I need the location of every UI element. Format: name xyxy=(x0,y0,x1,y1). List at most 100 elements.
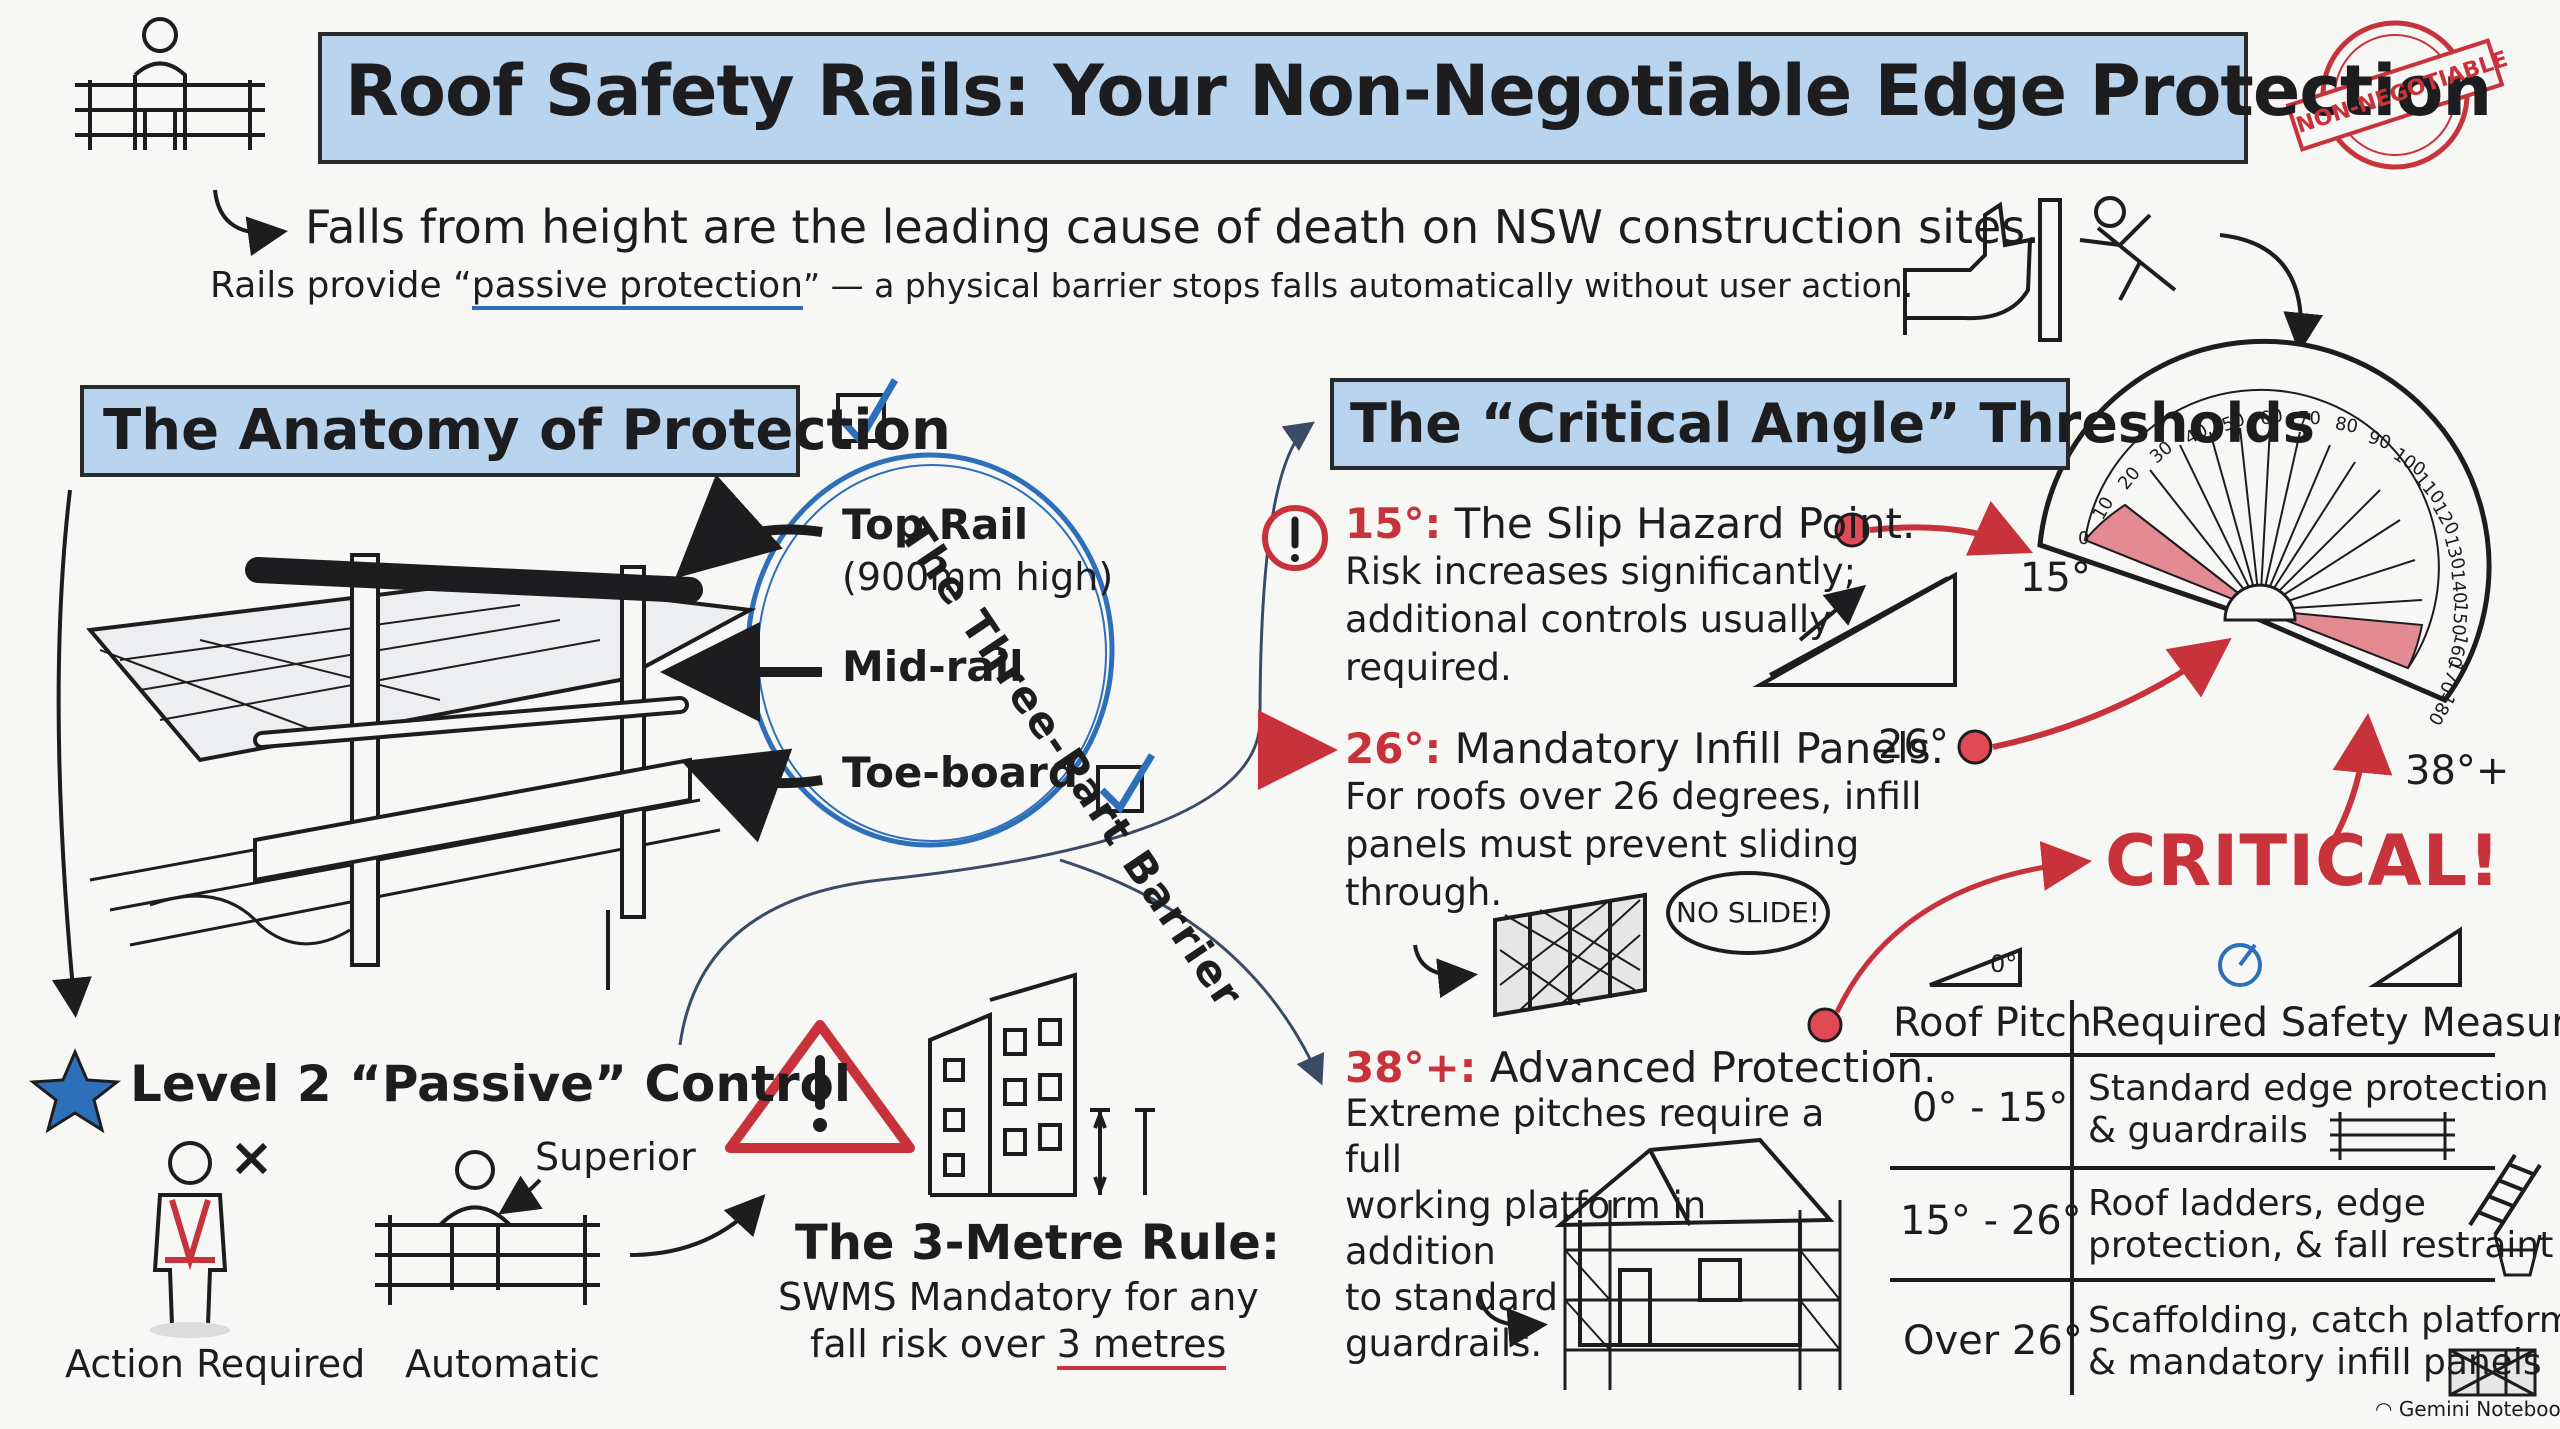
scaffold-house-icon xyxy=(1554,1137,1842,1390)
intro-line-2: Rails provide “passive protection” — a p… xyxy=(210,265,1914,310)
anatomy-banner xyxy=(80,385,800,477)
table-row-3-measure: Scaffolding, catch platforms, & mandator… xyxy=(2088,1300,2560,1384)
table-row-1-line-1: Standard edge protection xyxy=(2088,1068,2549,1109)
to-rule-arrow-icon xyxy=(629,1194,766,1257)
angle-38-desc-4: guardrails. xyxy=(1345,1322,1543,1365)
table-row-2-line-2: protection, & fall restraint xyxy=(2088,1225,2554,1266)
building-icon xyxy=(928,972,1155,1197)
marker-38-label: 38°+ xyxy=(2405,748,2510,794)
table-row-1-pitch: 0° - 15° xyxy=(1912,1085,2069,1131)
protractor-icon xyxy=(2037,338,2492,704)
angle-marker-26 xyxy=(1957,637,2232,765)
stop-hand-icon xyxy=(1903,201,2033,335)
angle-marker-38-arrow xyxy=(2322,713,2393,857)
non-negotiable-stamp-icon xyxy=(2285,20,2505,170)
star-icon xyxy=(28,1048,122,1134)
angle-item-26: 26°: Mandatory Infill Panels. For roofs … xyxy=(1345,725,1945,917)
rule-line-2-pre: fall risk over xyxy=(810,1322,1057,1366)
marker-15-label: 15° xyxy=(2020,555,2091,601)
toe-board-arrow-icon xyxy=(681,748,823,843)
footer-logo-icon: ◠ xyxy=(2375,1397,2399,1421)
angle-26-value: 26°: xyxy=(1345,724,1442,773)
angle-26-desc-1: For roofs over 26 degrees, infill xyxy=(1345,775,1922,818)
harness-person-icon xyxy=(150,1141,230,1338)
scaffold-arrow-icon xyxy=(1478,1289,1548,1348)
slope-icon xyxy=(1752,571,1957,687)
control-heading: Level 2 “Passive” Control xyxy=(130,1055,852,1113)
table-row-3-line-1: Scaffolding, catch platforms, xyxy=(2088,1300,2560,1341)
angle-15-desc-2: additional controls usually xyxy=(1345,598,1832,641)
angle-15-desc-3: required. xyxy=(1345,646,1512,689)
footer-brand: ◠ Gemini Notebook xyxy=(2375,1397,2560,1421)
tick-80: 80 xyxy=(2333,413,2360,438)
angle-item-15: 15°: The Slip Hazard Point. Risk increas… xyxy=(1345,499,1915,692)
top-rail-arrow-icon xyxy=(675,474,823,579)
table-header-pitch: Roof Pitch xyxy=(1893,1000,2093,1046)
anatomy-down-arrow-icon xyxy=(52,489,92,1018)
action-required-label: Action Required xyxy=(65,1342,366,1386)
no-slide-text: NO SLIDE! xyxy=(1676,896,1820,929)
falling-person-icon xyxy=(2079,196,2177,301)
infill-panel-small-icon xyxy=(2448,1348,2537,1397)
connector-curve-2 xyxy=(1059,858,1325,1086)
warning-icon xyxy=(725,1020,915,1153)
automatic-label: Automatic xyxy=(405,1342,600,1386)
guardrail-illustration xyxy=(86,553,757,990)
guardrail-worker-icon xyxy=(75,17,265,150)
ladder-icon xyxy=(2468,1153,2542,1237)
intro-arrow-icon xyxy=(213,189,288,257)
angle-38-desc-3: to standard xyxy=(1345,1276,1559,1319)
angle-15-title: The Slip Hazard Point. xyxy=(1454,499,1916,548)
intro-passive-emphasis: passive protection xyxy=(471,265,804,310)
angles-heading: The “Critical Angle” Thresholds xyxy=(1350,392,2315,455)
angle-marker-15 xyxy=(1834,500,2033,556)
angle-38-title: Advanced Protection. xyxy=(1489,1043,1937,1092)
angle-15-value: 15°: xyxy=(1345,499,1442,548)
mid-rail-label: Mid-rail xyxy=(842,642,1024,691)
top-rail-note: (900mm high) xyxy=(842,555,1114,599)
intro-line-2-post: ” — a physical barrier stops falls autom… xyxy=(803,266,1914,305)
table-header-measure: Required Safety Measure xyxy=(2090,1000,2560,1046)
superior-label: Superior xyxy=(535,1135,696,1179)
infill-arrow-icon xyxy=(1413,944,1478,999)
wall-icon xyxy=(2038,198,2062,342)
automatic-railing-icon xyxy=(375,1150,600,1305)
railing-small-icon xyxy=(2330,1112,2455,1160)
cross-icon xyxy=(235,1142,268,1175)
critical-marker xyxy=(1807,841,2092,1043)
alert-circle-icon xyxy=(1262,505,1328,571)
angles-banner xyxy=(1330,378,2070,470)
table-row-2-measure: Roof ladders, edge protection, & fall re… xyxy=(2088,1183,2553,1267)
angle-38-value: 38°+: xyxy=(1345,1043,1477,1092)
checkbox-checked-icon-2 xyxy=(1096,753,1155,814)
angle-15-desc-1: Risk increases significantly; xyxy=(1345,550,1857,593)
table-header-icons xyxy=(1929,926,2462,987)
no-slide-bubble xyxy=(1666,871,1830,955)
tick-0: 0 xyxy=(2078,528,2090,549)
checkbox-checked-icon xyxy=(836,378,899,446)
tick-60: 60 xyxy=(2258,405,2285,430)
table-row-3-line-2: & mandatory infill panels xyxy=(2088,1342,2542,1383)
anatomy-heading: The Anatomy of Protection xyxy=(103,398,951,463)
marker-26-label: 26° xyxy=(1878,722,1949,768)
table-row-2-line-1: Roof ladders, edge xyxy=(2088,1183,2426,1224)
angle-item-38: 38°+: Advanced Protection. Extreme pitch… xyxy=(1345,1043,1936,1367)
title-banner xyxy=(318,32,2248,164)
top-rail-label: Top Rail xyxy=(842,500,1029,549)
to-protractor-arrow-icon xyxy=(2219,233,2324,353)
footer-text: Gemini Notebook xyxy=(2398,1397,2560,1421)
angle-38-desc-2: working platform in addition xyxy=(1345,1184,1707,1273)
angle-38-desc-1: Extreme pitches require a full xyxy=(1345,1092,1825,1181)
tick-140: 140 xyxy=(2446,568,2471,605)
angle-26-title: Mandatory Infill Panels. xyxy=(1454,724,1944,773)
harness-small-icon xyxy=(2493,1234,2542,1277)
table-row-2-pitch: 15° - 26° xyxy=(1900,1198,2082,1244)
critical-label: CRITICAL! xyxy=(2105,820,2502,902)
angle-26-desc-2: panels must prevent sliding xyxy=(1345,823,1860,866)
rule-emphasis: 3 metres xyxy=(1056,1322,1227,1370)
intro-line-1: Falls from height are the leading cause … xyxy=(305,200,2040,254)
intro-line-2-pre: Rails provide “ xyxy=(210,265,472,306)
page-title: Roof Safety Rails: Your Non-Negotiable E… xyxy=(345,50,2492,132)
toe-board-label: Toe-board xyxy=(842,748,1078,797)
